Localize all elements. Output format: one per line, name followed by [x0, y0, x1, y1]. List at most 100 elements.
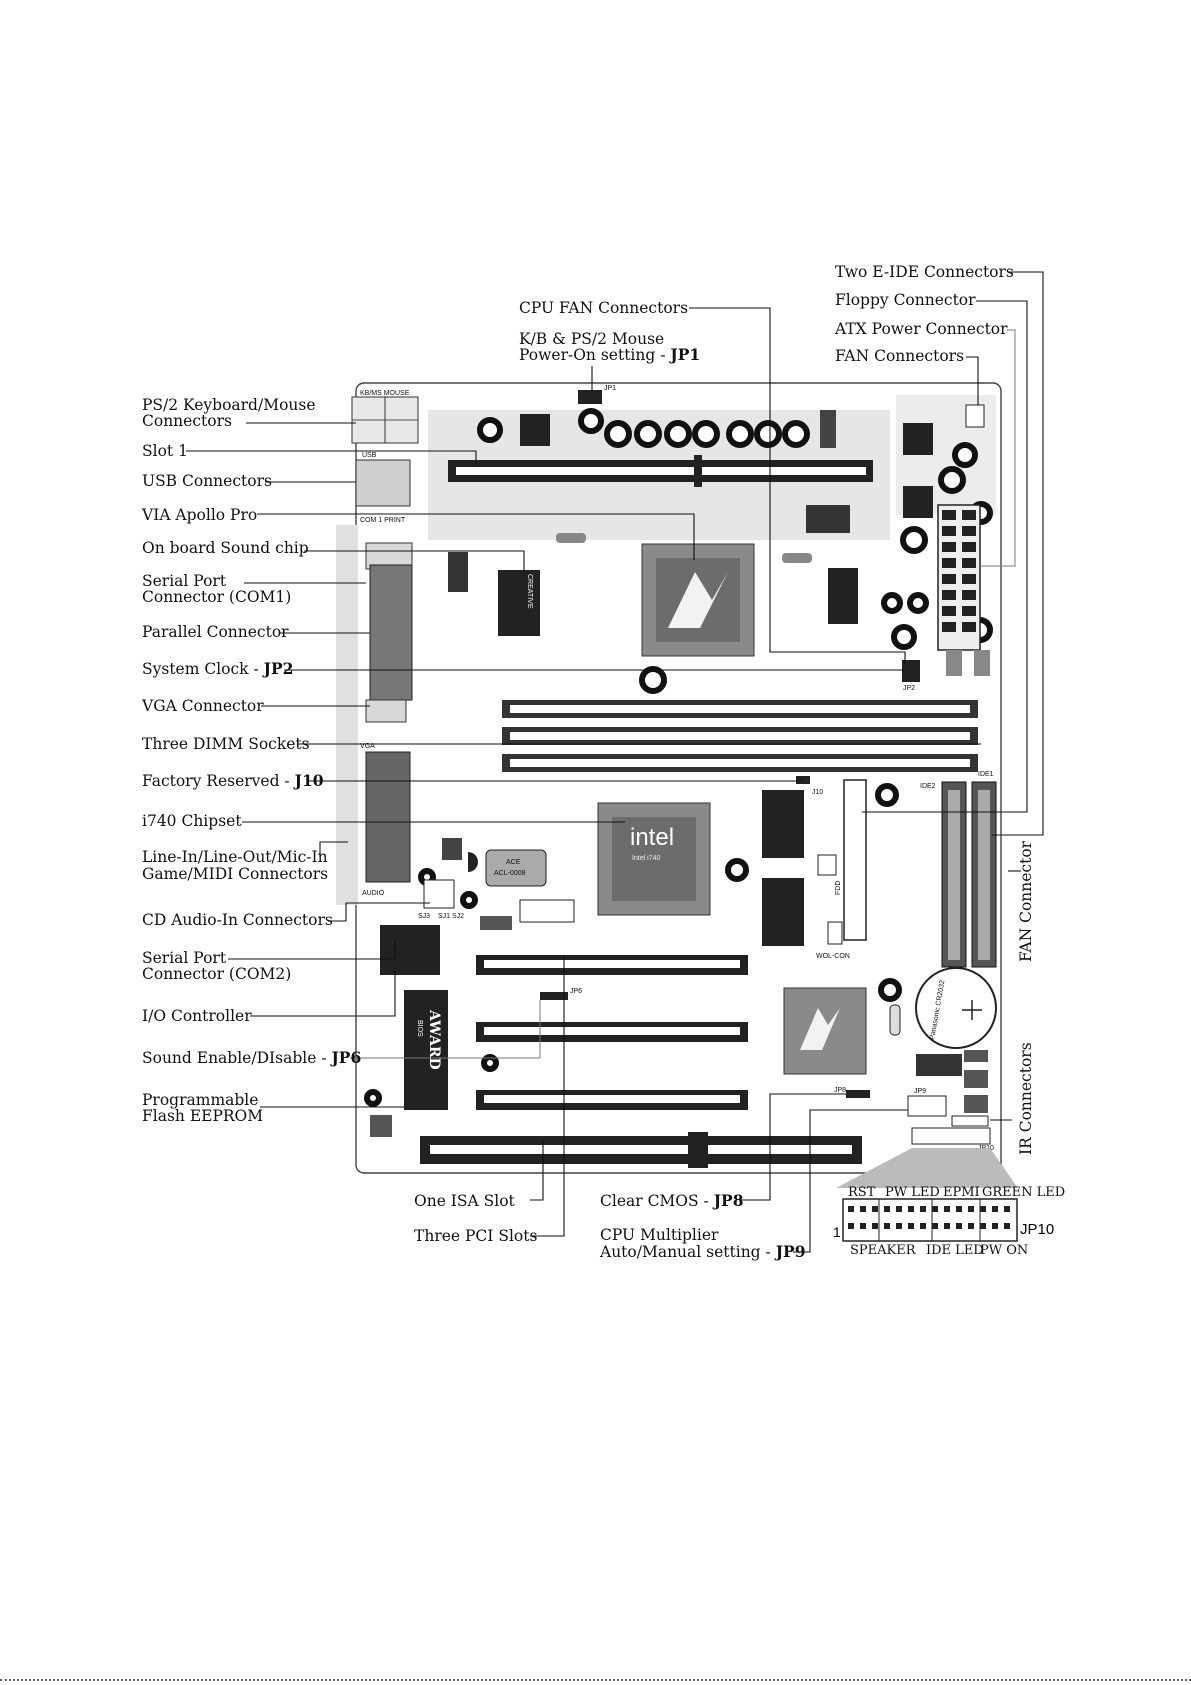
board-mark-jp6: JP6 [570, 988, 582, 995]
jp10-rst-label: RST [848, 1185, 876, 1200]
jp10-detail: RST PW LED EPMI GREEN LED SPEAKER IDE LE… [833, 1185, 1065, 1258]
label-fan-connector: FAN Connector [1017, 840, 1035, 962]
ic-near-battery [916, 1054, 962, 1076]
callout-labels: Two E-IDE Connectors Floppy Connector AT… [141, 263, 1035, 1261]
battery: Panasonic CR2032 [915, 967, 997, 1049]
label-floppy: Floppy Connector [835, 291, 976, 309]
jp10-pin [920, 1223, 926, 1229]
label-audio-1: Line-In/Line-Out/Mic-In [142, 848, 328, 866]
board-mark-fdd: FDD [835, 881, 842, 895]
jp10-pin [1004, 1206, 1010, 1212]
board-mark-kbms: KB/MS MOUSE [360, 390, 410, 397]
jp10-pin [944, 1223, 950, 1229]
jp10-pin1-label: 1 [833, 1224, 841, 1240]
jp10-pin [884, 1206, 890, 1212]
ic-small-2 [782, 553, 812, 563]
label-sound-chip: On board Sound chip [142, 539, 309, 557]
ic-bottom-left [370, 1115, 392, 1137]
via-southbridge [783, 987, 867, 1075]
jp8-jumper [846, 1090, 870, 1098]
label-vga: VGA Connector [141, 697, 264, 715]
board-mark-ace: ACE [506, 859, 521, 866]
label-factory: Factory Reserved - J10 [142, 771, 324, 790]
jp10-zoom-wedge [836, 1148, 1018, 1188]
label-clear-cmos: Clear CMOS - JP8 [600, 1191, 744, 1210]
label-cpu-fan: CPU FAN Connectors [519, 299, 688, 317]
label-audio-2: Game/MIDI Connectors [142, 865, 328, 883]
jp10-pwon-label: PW ON [980, 1243, 1028, 1258]
jp10-speaker-label: SPEAKER [850, 1243, 917, 1258]
ic-clock-gen [806, 505, 850, 533]
fan-header-mid [946, 650, 962, 676]
board-mark-award: AWARD [426, 1009, 442, 1070]
board-mark-audio: AUDIO [362, 890, 385, 897]
board-mark-creative: CREATIVE [526, 574, 533, 609]
jp10-pin [980, 1223, 986, 1229]
regulator-2 [903, 423, 933, 455]
jp10-epmi-label: EPMI [943, 1185, 980, 1200]
label-ps2-1: PS/2 Keyboard/Mouse [142, 396, 316, 414]
label-cpu-mult-2: Auto/Manual setting - JP9 [599, 1242, 805, 1261]
isa-slot [420, 1132, 862, 1168]
label-via: VIA Apollo Pro [141, 506, 257, 524]
jp10-pin [1004, 1223, 1010, 1229]
jp10-pin [896, 1206, 902, 1212]
board-mark-sj2: SJ2 [452, 913, 464, 920]
label-io: I/O Controller [142, 1007, 252, 1025]
label-kb-ps2-2: Power-On setting - JP1 [519, 345, 700, 364]
audio-connector [365, 751, 411, 883]
com2-header [519, 899, 575, 923]
jp10-detail-header [842, 1198, 1018, 1242]
jp10-pin [860, 1223, 866, 1229]
jp10-pin [980, 1206, 986, 1212]
jp10-pin [968, 1223, 974, 1229]
jp9-jumper [907, 1095, 947, 1117]
wol-connector [827, 921, 843, 945]
jp6-jumper [540, 992, 568, 1000]
jp10-pwled-label: PW LED [885, 1185, 940, 1200]
jp10-pin [944, 1206, 950, 1212]
board-mark-intel-sub: Intel i740 [632, 855, 661, 862]
ace-chip [485, 849, 547, 887]
label-slot1: Slot 1 [142, 442, 188, 460]
jp10-name-label: JP10 [1020, 1221, 1054, 1238]
board-mark-usb: USB [362, 452, 377, 459]
board-mark-ide2: IDE2 [920, 783, 936, 790]
board-mark-jp2: JP2 [903, 685, 915, 692]
label-cd-audio: CD Audio-In Connectors [142, 911, 333, 929]
board-mark-wol: WOL-CON [816, 953, 850, 960]
label-usb: USB Connectors [142, 472, 272, 490]
label-flash-2: Flash EEPROM [142, 1107, 263, 1125]
jp10-pin [932, 1206, 938, 1212]
label-cpu-mult-1: CPU Multiplier [600, 1226, 719, 1244]
coil [820, 410, 836, 448]
board-mark-sj3: SJ3 [418, 913, 430, 920]
sound-chip: CREATIVE [498, 570, 540, 636]
jp1-jumper [578, 390, 602, 404]
label-i740: i740 Chipset [142, 812, 242, 830]
jp10-pin [872, 1206, 878, 1212]
ic-audio-small [442, 838, 462, 860]
pci-slots [476, 955, 748, 1110]
usb-connector [355, 459, 411, 507]
vga-connector [365, 699, 407, 723]
label-kb-ps2-1: K/B & PS/2 Mouse [519, 330, 664, 348]
reg-right-3 [964, 1095, 988, 1113]
label-com2-2: Connector (COM2) [142, 965, 291, 983]
regulator-1 [520, 414, 550, 446]
fdd-connector [843, 779, 867, 941]
board-mark-ide1: IDE1 [978, 771, 994, 778]
jp10-pin [848, 1206, 854, 1212]
label-ps2-2: Connectors [142, 412, 232, 430]
jp10-pin [860, 1206, 866, 1212]
board-mark-jp1: JP1 [604, 385, 616, 392]
jp10-pin [932, 1223, 938, 1229]
ic-sram [828, 568, 858, 624]
jp10-pin [968, 1206, 974, 1212]
jp10-pin [908, 1206, 914, 1212]
board-mark-vga: VGA [360, 743, 375, 750]
sgram-1 [762, 790, 804, 858]
sj-headers [423, 879, 455, 909]
bios-chip: AWARD BIOS [404, 990, 448, 1110]
